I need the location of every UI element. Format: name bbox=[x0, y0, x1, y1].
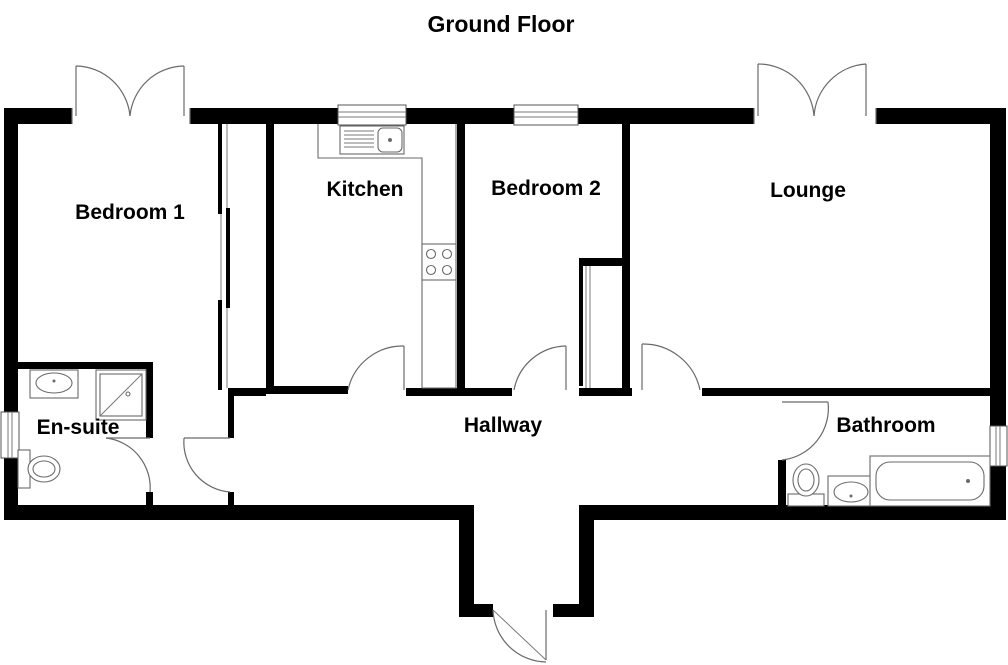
interior-walls bbox=[18, 124, 990, 506]
door-lounge bbox=[641, 343, 701, 391]
exterior-walls bbox=[4, 108, 1006, 617]
room-label-lounge: Lounge bbox=[770, 179, 846, 202]
window-kitchen bbox=[337, 104, 407, 126]
door-entrance bbox=[492, 609, 547, 663]
door-ensuite bbox=[105, 437, 151, 493]
door-kitchen bbox=[347, 345, 405, 391]
kitchen-sink-icon bbox=[339, 125, 405, 155]
wardrobe-bedroom2 bbox=[585, 266, 591, 388]
french-doors-bedroom1 bbox=[71, 65, 191, 124]
bathroom-basin-icon bbox=[827, 475, 875, 507]
ensuite-basin-icon bbox=[29, 369, 79, 399]
hob-icon bbox=[421, 243, 457, 281]
door-bedroom2 bbox=[513, 345, 567, 391]
bathroom-toilet-icon bbox=[787, 463, 825, 507]
room-label-bedroom2: Bedroom 2 bbox=[491, 177, 601, 200]
room-label-ensuite: En-suite bbox=[37, 416, 120, 439]
door-bathroom bbox=[781, 401, 829, 461]
room-label-bedroom1: Bedroom 1 bbox=[75, 201, 185, 224]
bath-icon bbox=[869, 455, 991, 507]
room-label-hallway: Hallway bbox=[464, 414, 543, 437]
wardrobe-bedroom1 bbox=[218, 124, 230, 390]
door-bedroom1 bbox=[183, 437, 231, 493]
shower-tray-icon bbox=[95, 369, 147, 421]
room-label-kitchen: Kitchen bbox=[326, 178, 403, 201]
floor-title: Ground Floor bbox=[428, 11, 575, 37]
window-ensuite bbox=[0, 411, 20, 459]
window-bedroom2 bbox=[513, 104, 579, 126]
window-bathroom bbox=[989, 425, 1008, 467]
french-doors-lounge bbox=[753, 63, 877, 124]
ensuite-toilet-icon bbox=[17, 449, 61, 489]
room-label-bathroom: Bathroom bbox=[836, 414, 935, 437]
